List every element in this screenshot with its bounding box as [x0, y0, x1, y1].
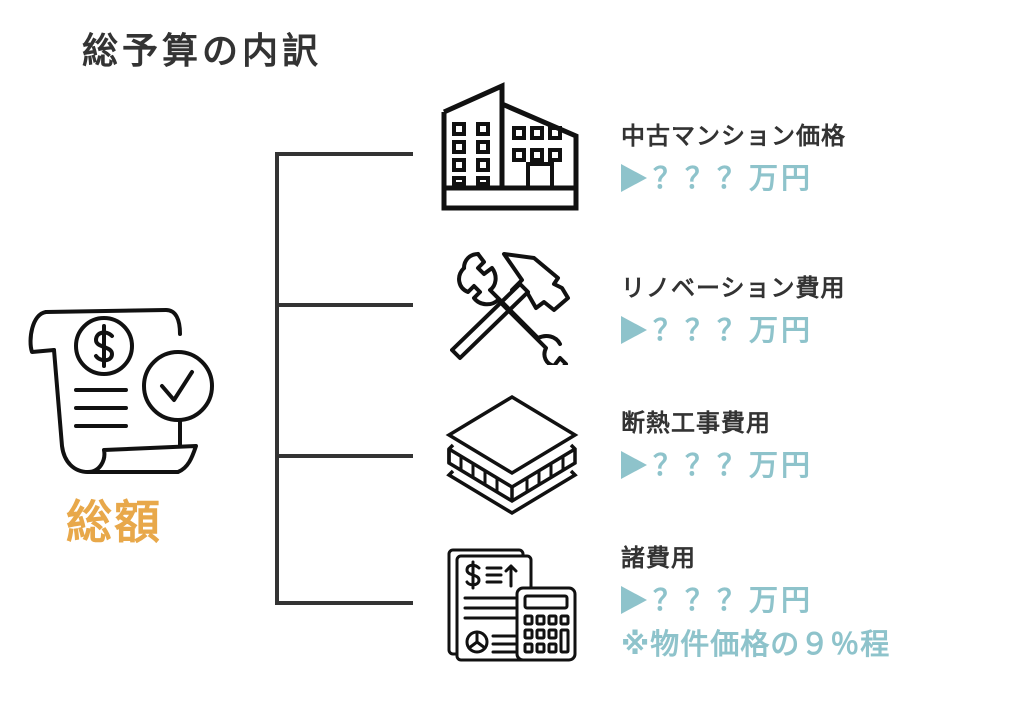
category-item: 諸費用 ？？？万円 ※物件価格の９％程 [621, 538, 890, 663]
triangle-right-icon [621, 164, 647, 192]
category-value-text: ？？？万円 [653, 313, 814, 347]
receipt-check-icon [26, 300, 221, 478]
category-title: 断熱工事費用 [621, 409, 771, 437]
diagram-title: 総予算の内訳 [82, 31, 323, 72]
category-value: ？？？万円 [621, 577, 890, 619]
branch-line-3 [275, 454, 413, 458]
category-item: 断熱工事費用 ？？？万円 [621, 403, 813, 484]
branch-line-1 [275, 152, 413, 156]
document-calculator-icon [445, 548, 580, 663]
triangle-right-icon [621, 451, 647, 479]
branch-line-4 [275, 601, 413, 605]
category-value-text: ？？？万円 [653, 448, 814, 482]
total-label: 総額 [66, 495, 162, 549]
category-item: 中古マンション価格 ？？？万円 [621, 116, 846, 197]
category-value: ？？？万円 [621, 442, 813, 484]
insulation-layers-icon [445, 393, 580, 518]
category-title: 中古マンション価格 [621, 122, 846, 150]
category-value: ？？？万円 [621, 307, 846, 349]
building-icon [440, 72, 580, 212]
category-value-text: ？？？万円 [653, 583, 814, 617]
category-item: リノベーション費用 ？？？万円 [621, 268, 846, 349]
branch-line-2 [275, 303, 413, 307]
category-title: 諸費用 [621, 544, 696, 572]
category-title: リノベーション費用 [621, 274, 846, 302]
tree-trunk-line [275, 152, 279, 605]
category-note: ※物件価格の９％程 [621, 627, 891, 661]
category-value: ？？？万円 [621, 155, 846, 197]
triangle-right-icon [621, 316, 647, 344]
tools-icon [450, 250, 580, 365]
triangle-right-icon [621, 586, 647, 614]
category-value-text: ？？？万円 [653, 161, 814, 195]
